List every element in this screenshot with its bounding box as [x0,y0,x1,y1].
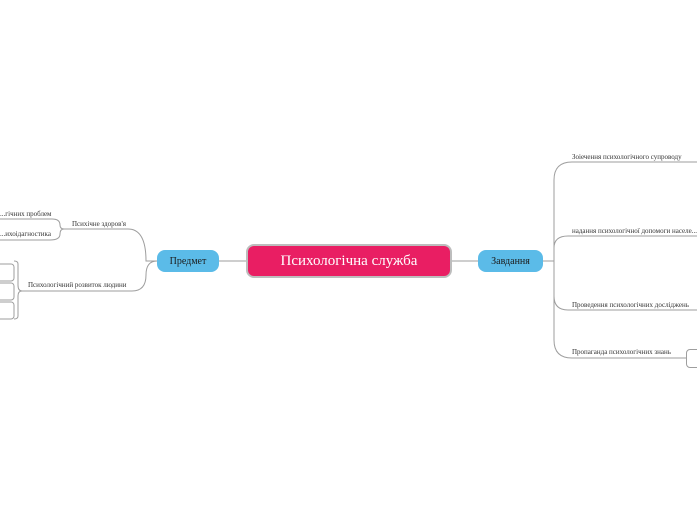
collapsed-node-stub[interactable] [686,349,697,368]
connector-zdorovia-sub1 [0,218,65,230]
subtopic-provedennia-doslidzhen[interactable]: Проведення психологічних досліджень [572,301,689,309]
subtopic-psykhodiahnostyka[interactable]: ...ихоідагностика [0,230,51,238]
connector-zdorovia-sub2 [0,228,65,241]
topic-zavdannia[interactable]: Завдання [478,250,543,272]
collapsed-node-stub [0,282,15,301]
connector-zavdannia-2 [553,235,697,261]
subtopic-zabezpechennia-suprovodu[interactable]: Зоіечення психологічного супроводу [572,153,682,161]
connector-rozvytok-up [13,260,23,292]
collapsed-node-stub [0,301,15,320]
subtopic-psykholohichnyi-rozvytok[interactable]: Психологічний розвиток людини [28,281,127,289]
topic-predmet[interactable]: Предмет [157,250,219,272]
connector-rozvytok-down [13,290,23,320]
subtopic-psykhichne-zdorovia[interactable]: Психічне здоров'я [72,220,126,228]
connector-zavdannia-1 [553,161,697,261]
subtopic-propahanda-znan[interactable]: Пропаганда психологічних знань [572,348,671,356]
connector-predmet-zdorovia [64,228,157,262]
subtopic-nadannia-dopomohy[interactable]: надання психологічної допомоги населе... [572,227,697,235]
central-topic[interactable]: Психологічна служба [246,244,452,278]
connector-zavdannia-4 [553,261,686,359]
connector-predmet-rozvytok [22,260,158,292]
collapsed-node-stub [0,263,15,282]
subtopic-hichnykh-problem[interactable]: ...гічних проблем [0,210,52,218]
